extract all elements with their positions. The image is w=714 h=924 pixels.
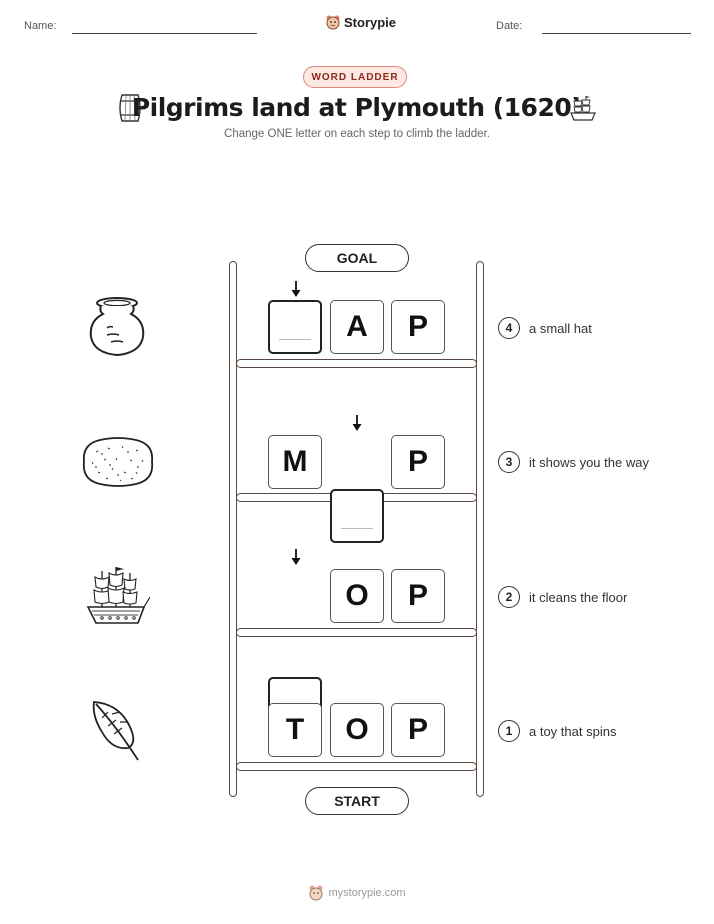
clue-number: 1: [498, 720, 520, 742]
letter-tile: T: [268, 703, 322, 757]
clue-text: it cleans the floor: [529, 589, 628, 605]
letter-input[interactable]: [330, 489, 384, 543]
clue-1: 1 a toy that spins: [498, 720, 616, 742]
ladder-rung: [236, 359, 477, 368]
name-line[interactable]: [72, 33, 257, 34]
down-arrow-icon: [291, 281, 301, 297]
clue-4: 4 a small hat: [498, 317, 592, 339]
footer: mystorypie.com: [0, 884, 714, 902]
instructions: Change ONE letter on each step to climb …: [224, 128, 490, 140]
letter-tile: O: [330, 703, 384, 757]
brand-logo: Storypie: [325, 14, 396, 30]
letter-tile: P: [391, 703, 445, 757]
letter-tile: M: [268, 435, 322, 489]
clue-text: a small hat: [529, 320, 592, 336]
footer-site[interactable]: mystorypie.com: [328, 887, 406, 899]
letter-tile: P: [391, 435, 445, 489]
ship-small-icon: [570, 96, 596, 121]
clue-2: 2 it cleans the floor: [498, 586, 627, 608]
brand-name: Storypie: [344, 14, 397, 30]
date-label: Date:: [496, 20, 523, 32]
ladder-rung: [236, 762, 477, 771]
activity-badge: WORD LADDER: [303, 66, 407, 88]
goal-label: GOAL: [305, 244, 409, 272]
clue-text: a toy that spins: [529, 723, 617, 739]
letter-input[interactable]: [268, 300, 322, 354]
letter-tile: O: [330, 569, 384, 623]
clue-3: 3 it shows you the way: [498, 451, 649, 473]
feather-icon: [92, 701, 139, 761]
clue-number: 4: [498, 317, 520, 339]
clue-number: 3: [498, 451, 520, 473]
name-label: Name:: [24, 20, 57, 32]
letter-tile: A: [330, 300, 384, 354]
bread-icon: [82, 437, 154, 487]
down-arrow-icon: [352, 415, 362, 431]
letter-tile: P: [391, 569, 445, 623]
start-label: START: [305, 787, 409, 815]
ship-icon: [86, 567, 150, 624]
ladder-rail-right: [476, 261, 484, 797]
date-line[interactable]: [542, 33, 691, 34]
page-title: Pilgrims land at Plymouth (1620): [131, 93, 583, 122]
barrel-icon: [119, 94, 141, 122]
pot-icon: [89, 297, 145, 357]
storypie-mascot-icon: [326, 15, 340, 30]
ladder-rung: [236, 628, 477, 637]
clue-text: it shows you the way: [529, 454, 649, 470]
storypie-mascot-icon: [309, 885, 323, 901]
ladder-rail-left: [229, 261, 237, 797]
down-arrow-icon: [291, 549, 301, 565]
clue-number: 2: [498, 586, 520, 608]
letter-tile: P: [391, 300, 445, 354]
